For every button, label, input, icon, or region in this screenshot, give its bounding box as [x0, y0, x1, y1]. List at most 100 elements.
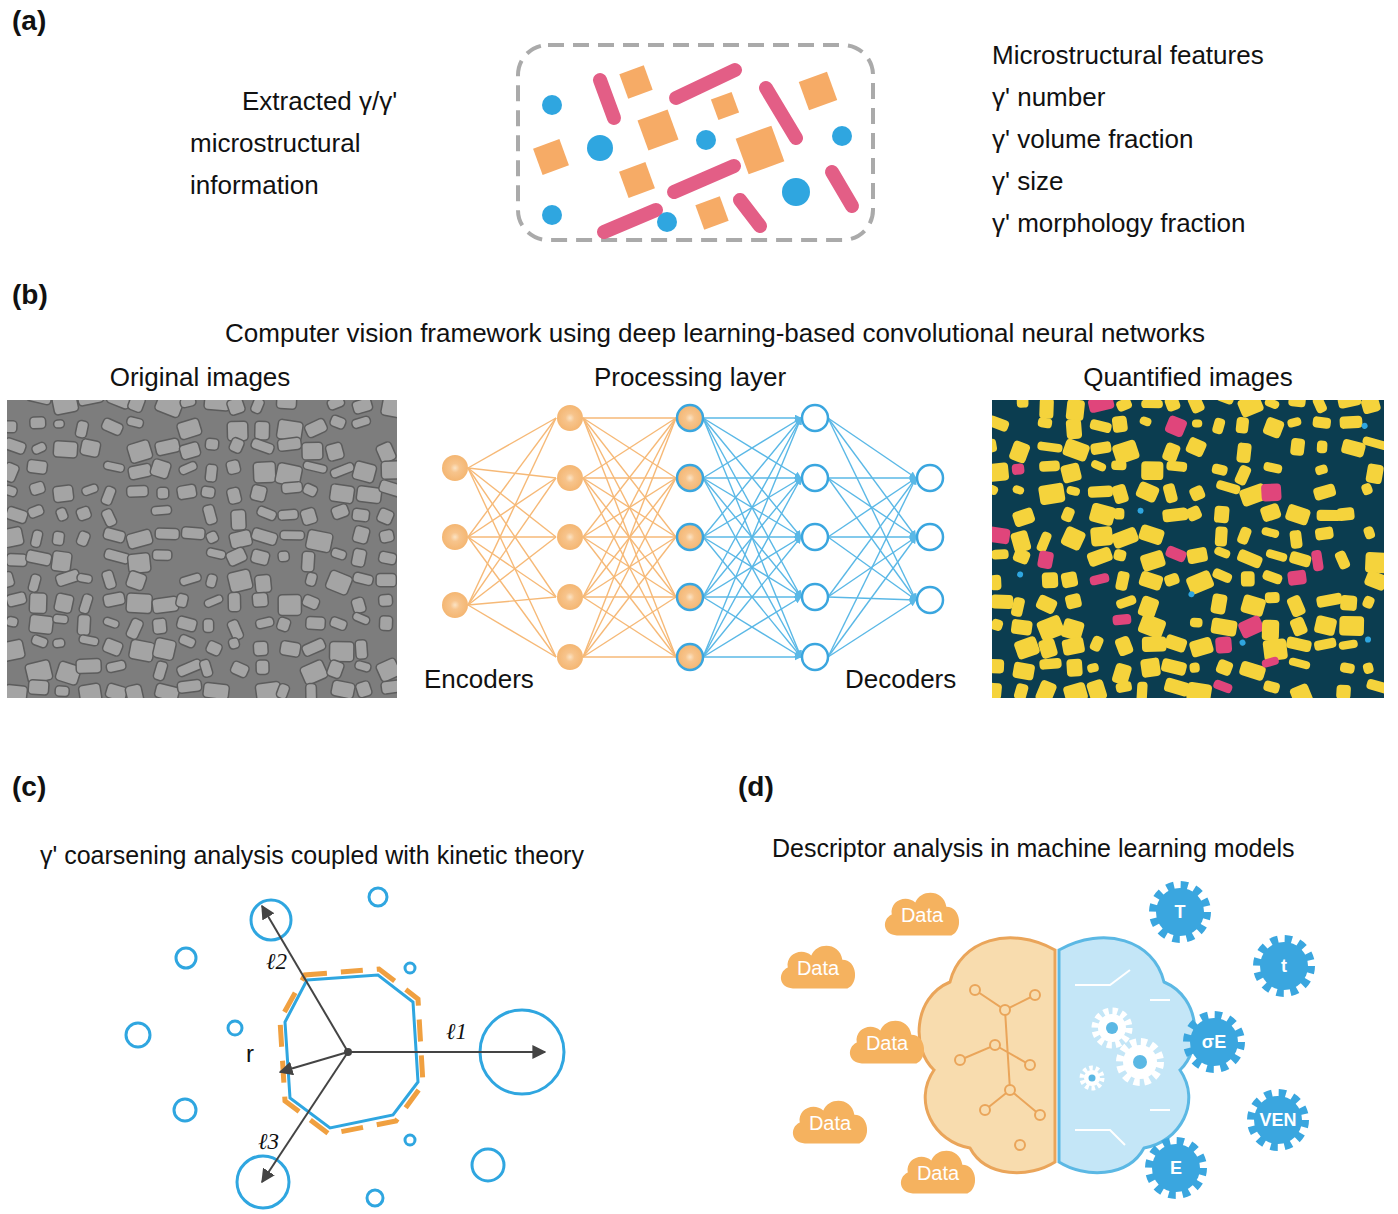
- particle-shape: [53, 440, 78, 458]
- original-image-rect: [7, 400, 397, 698]
- particle-shape: [1338, 639, 1358, 650]
- particle-shape: [1089, 572, 1110, 586]
- data-cloud: Data: [896, 1144, 980, 1196]
- particle-shape: [203, 682, 230, 698]
- particle-shape: [126, 416, 144, 429]
- particle-shape: [101, 637, 124, 657]
- network-link: [703, 417, 801, 418]
- particle-shape: [157, 487, 169, 499]
- particle-shape: [326, 400, 346, 411]
- microstructure-schematic-g-line: [832, 172, 852, 206]
- particle-shape: [381, 461, 397, 480]
- gear-teeth: [1154, 886, 1206, 938]
- neuron: [802, 465, 828, 491]
- particle-shape: [1037, 441, 1063, 453]
- particle-shape: [1089, 635, 1105, 653]
- particle-shape: [176, 484, 197, 501]
- particle-shape: [355, 639, 368, 659]
- particle-shape: [256, 505, 278, 522]
- network-link: [703, 418, 801, 537]
- particle-shape: [26, 459, 47, 475]
- particle-shape: [1334, 549, 1351, 570]
- particle-shape: [179, 441, 202, 461]
- particle-shape: [81, 483, 100, 497]
- particle-shape: [76, 573, 93, 584]
- particle-shape: [1188, 484, 1206, 502]
- particle-shape: [250, 437, 275, 455]
- particle-shape: [200, 486, 215, 499]
- text-label: γ' coarsening analysis coupled with kine…: [40, 840, 584, 870]
- microstructure-schematic-g-line: [604, 210, 656, 232]
- microstructure-schematic-g-rect: [736, 126, 785, 175]
- particle-shape: [181, 527, 205, 541]
- particle-shape: [254, 574, 272, 593]
- particle-shape: [7, 591, 27, 608]
- particle-shape: [77, 400, 104, 407]
- particle-shape: [77, 614, 91, 635]
- microstructure-schematic-g: [533, 65, 837, 229]
- particle-shape: [1312, 400, 1329, 414]
- particle-shape: [1090, 526, 1113, 547]
- particle-shape: [1163, 572, 1181, 587]
- particle-shape: [1111, 415, 1128, 433]
- particle-shape: [1214, 505, 1230, 523]
- particle-shape: [992, 438, 998, 453]
- network-link: [583, 418, 676, 657]
- particle-shape: [1161, 441, 1181, 463]
- particle-shape: [1313, 637, 1337, 651]
- particle-shape: [992, 483, 999, 496]
- gear-symbol: σE: [1202, 1032, 1226, 1053]
- particle-shape: [1233, 464, 1252, 487]
- particle-shape: [1060, 462, 1083, 484]
- coarsening-figure-g-circle: [228, 1021, 242, 1035]
- particle-shape: [355, 680, 373, 698]
- particle-shape: [205, 464, 218, 483]
- particle-shape: [7, 506, 29, 525]
- particle-shape: [1039, 460, 1060, 472]
- particle-shape: [29, 480, 47, 496]
- particle-shape: [1212, 679, 1233, 695]
- symbol-label: ℓ3: [258, 1128, 279, 1156]
- brain-illustration-g-path: [1075, 970, 1170, 1145]
- particle-shape: [301, 593, 321, 611]
- particle-shape: [380, 400, 397, 418]
- particle-shape: [152, 596, 180, 614]
- original-image: [7, 400, 397, 698]
- particle-shape: [992, 462, 1009, 482]
- particle-shape: [1066, 485, 1081, 496]
- particle-shape: [1261, 656, 1280, 669]
- particle-shape: [100, 507, 118, 528]
- text-label: γ' number: [992, 82, 1105, 113]
- network-link: [828, 418, 916, 478]
- particle-shape: [78, 593, 94, 615]
- particle-shape: [992, 659, 1004, 674]
- particle-shape: [1289, 683, 1314, 698]
- particle-shape: [1236, 400, 1264, 419]
- particle-shape: [1141, 400, 1163, 408]
- particle-shape: [1089, 418, 1113, 433]
- particle-shape: [25, 400, 51, 406]
- particle-shape: [1263, 680, 1281, 695]
- brain-illustration-g-circle: [1089, 1075, 1096, 1082]
- particle-shape: [1189, 662, 1200, 673]
- particle-shape: [1312, 416, 1331, 429]
- particle-shape: [1062, 681, 1088, 698]
- microstructure-schematic-g-circle: [542, 95, 562, 115]
- neuron: [677, 524, 703, 550]
- particle-shape: [1086, 546, 1114, 568]
- network-link: [828, 418, 916, 600]
- panel-letter: (a): [12, 4, 46, 38]
- particle-shape: [1013, 635, 1041, 660]
- brain-illustration-g-circle: [980, 1105, 990, 1115]
- network-link: [703, 418, 801, 478]
- particle-shape: [280, 531, 305, 541]
- particle-shape: [250, 400, 266, 415]
- cloud-shape: [850, 1021, 924, 1064]
- particle-shape: [278, 550, 290, 562]
- particle-shape: [278, 595, 301, 616]
- quantified-image-rect: [992, 400, 1384, 698]
- particle-shape: [256, 660, 269, 675]
- segmented-blobs: [992, 400, 1384, 698]
- gear-teeth: [1188, 1016, 1240, 1068]
- particle-shape: [326, 659, 345, 680]
